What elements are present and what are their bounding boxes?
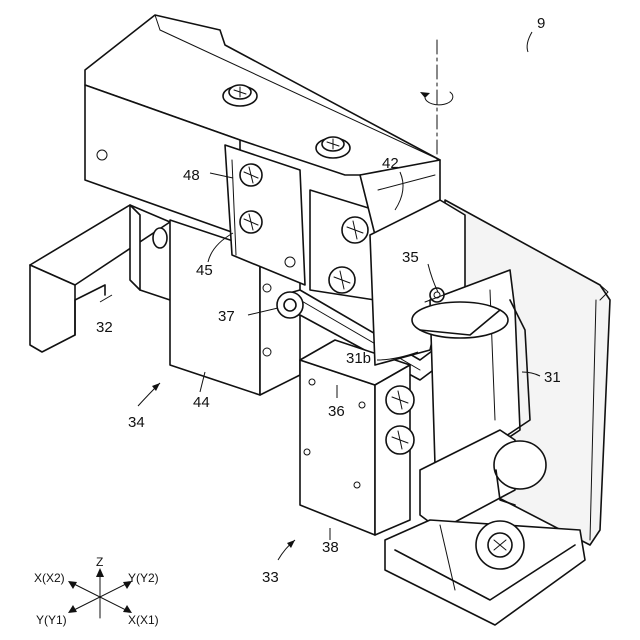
ref-35: 35	[402, 249, 419, 266]
top-screw-left	[223, 85, 257, 106]
axis-x2: X(X2)	[34, 571, 65, 585]
ref-34: 34	[128, 414, 145, 431]
axes-legend: Z X(X2) Y(Y2) Y(Y1) X(X1)	[34, 555, 159, 627]
housing-screw-upper	[386, 386, 414, 414]
ref-32: 32	[96, 319, 113, 336]
ref-37: 37	[218, 308, 235, 325]
rotation-axis	[420, 40, 453, 170]
ref-44: 44	[193, 394, 210, 411]
frame-screw-lower	[329, 267, 355, 293]
top-screw-right	[316, 137, 350, 158]
ref-33: 33	[262, 569, 279, 586]
ref-38: 38	[322, 539, 339, 556]
pin-37	[277, 292, 303, 318]
ref-9: 9	[537, 15, 545, 32]
plate-screw-lower	[240, 211, 262, 233]
ref-48: 48	[183, 167, 200, 184]
bottom-tray	[385, 520, 585, 625]
bottom-roller	[476, 521, 524, 569]
ref-31: 31	[544, 369, 561, 386]
frame-screw-upper	[342, 217, 368, 243]
ref-45: 45	[196, 262, 213, 279]
ref-36: 36	[328, 403, 345, 420]
ref-42: 42	[382, 155, 399, 172]
axis-z: Z	[96, 555, 103, 569]
plate-screw-upper	[240, 164, 262, 186]
axis-x1: X(X1)	[128, 613, 159, 627]
axis-y2: Y(Y2)	[128, 571, 159, 585]
housing-screw-lower	[386, 426, 414, 454]
axis-y1: Y(Y1)	[36, 613, 67, 627]
ref-31b: 31b	[346, 350, 371, 367]
